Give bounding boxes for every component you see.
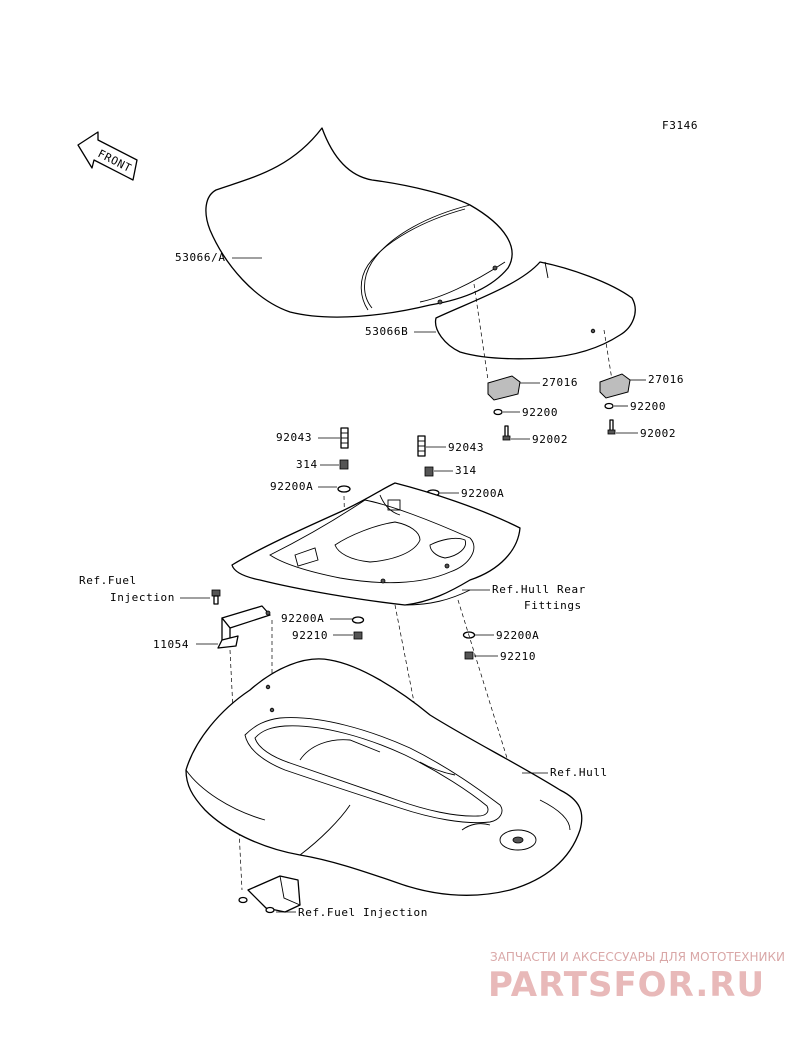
label-314-right: 314 <box>455 464 477 477</box>
ref-fuel-injection-line1: Ref.Fuel <box>79 574 137 587</box>
label-92200A-top-left: 92200A <box>270 480 313 493</box>
watermark-tagline: ЗАПЧАСТИ И АКСЕССУАРЫ ДЛЯ МОТОТЕХНИКИ <box>490 950 785 964</box>
washer-92200-right <box>604 402 614 410</box>
washer-92200-left <box>493 408 503 416</box>
label-27016-right: 27016 <box>648 373 684 386</box>
nut-92210-mid <box>353 631 363 640</box>
ref-hull-rear-line2: Fittings <box>524 599 582 612</box>
damper-left <box>487 375 521 401</box>
label-92200A-right: 92200A <box>496 629 539 642</box>
label-92210-right: 92210 <box>500 650 536 663</box>
label-92210-mid: 92210 <box>292 629 328 642</box>
nut-92210-right <box>464 651 474 660</box>
label-92043-right: 92043 <box>448 441 484 454</box>
guide-seat-right <box>603 329 613 381</box>
seat-main <box>205 127 513 318</box>
hull-rear-fittings <box>231 482 521 606</box>
ref-fuel-injection-line2: Injection <box>110 591 175 604</box>
bolt-92002-right <box>607 419 616 435</box>
label-92043-left: 92043 <box>276 431 312 444</box>
nut-314-left <box>339 459 349 470</box>
figure-code: F3146 <box>662 119 698 132</box>
label-92002-right: 92002 <box>640 427 676 440</box>
label-92200A-mid: 92200A <box>281 612 324 625</box>
label-92200-left: 92200 <box>522 406 558 419</box>
stud-92043-left <box>340 427 349 449</box>
guide-seat-left <box>473 283 489 381</box>
bolt-92002-left <box>502 425 511 441</box>
label-27016-left: 27016 <box>542 376 578 389</box>
label-92002-left: 92002 <box>532 433 568 446</box>
washer-92200A-top-left <box>337 485 351 493</box>
hull <box>185 658 583 896</box>
label-53066A: 53066/A <box>175 251 226 264</box>
fuel-injection-bracket <box>238 875 301 914</box>
washer-92200A-mid <box>351 616 365 624</box>
seat-rear <box>434 261 636 360</box>
label-314-left: 314 <box>296 458 318 471</box>
watermark-logo: PARTSFOR.RU <box>488 965 765 1005</box>
label-92200-right: 92200 <box>630 400 666 413</box>
label-92200A-top-right: 92200A <box>461 487 504 500</box>
ref-fuel-injection-bottom: Ref.Fuel Injection <box>298 906 428 919</box>
front-arrow-icon: FRONT <box>77 131 138 181</box>
stud-92043-right <box>417 435 426 457</box>
damper-right <box>599 373 631 399</box>
label-53066B: 53066B <box>365 325 408 338</box>
nut-314-right <box>424 466 434 477</box>
bolt-fuel-injection <box>211 589 221 605</box>
bracket-11054 <box>217 605 271 649</box>
ref-hull: Ref.Hull <box>550 766 608 779</box>
ref-hull-rear-line1: Ref.Hull Rear <box>492 583 586 596</box>
label-11054: 11054 <box>153 638 189 651</box>
